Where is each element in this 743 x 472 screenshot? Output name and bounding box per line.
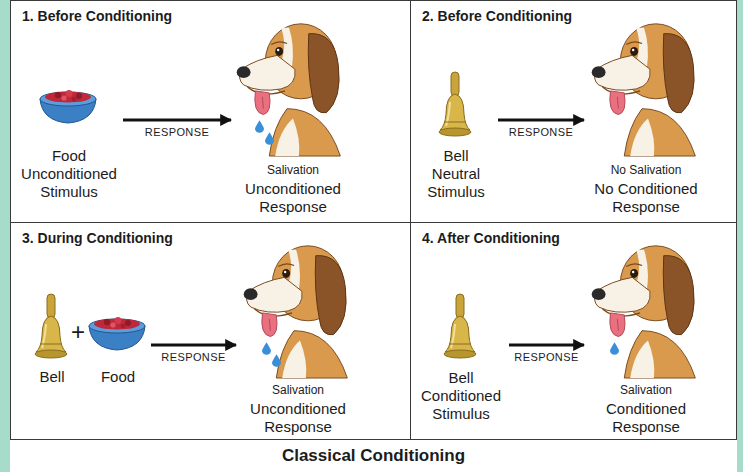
- saliva-drop: [272, 354, 281, 367]
- stimulus-label: Unconditioned Stimulus: [15, 165, 123, 201]
- dog-head: [592, 24, 696, 156]
- edge-label: RESPONSE: [507, 126, 575, 139]
- response-type: Unconditioned Response: [236, 400, 360, 436]
- response-type: Unconditioned Response: [231, 180, 355, 216]
- food-bowl: [40, 90, 96, 123]
- response-group: SalivationConditioned Response: [584, 233, 708, 436]
- saliva-drop: [610, 342, 619, 355]
- response-label: Salivation: [267, 163, 319, 178]
- edge-label: RESPONSE: [512, 351, 580, 364]
- response-label: Salivation: [620, 383, 672, 398]
- stimulus-label: Bell: [443, 147, 468, 165]
- response-arrow: [498, 119, 584, 122]
- edge-label: RESPONSE: [159, 351, 227, 364]
- saliva-drop: [265, 132, 274, 145]
- plus-sign: +: [71, 319, 85, 345]
- dog-head: [237, 24, 341, 156]
- response-group: SalivationUnconditioned Response: [236, 233, 360, 436]
- stimulus-group: BellConditioned Stimulus: [413, 291, 509, 423]
- food-bowl: [89, 317, 145, 350]
- stimulus-label: Bell: [19, 368, 85, 386]
- dog-head: [592, 246, 696, 378]
- stimulus-group: BellNeutral Stimulus: [414, 71, 498, 201]
- stage-panel: 1. Before ConditioningFoodUnconditioned …: [10, 0, 411, 223]
- stimulus-group: FoodUnconditioned Stimulus: [15, 71, 123, 201]
- panel-heading: 1. Before Conditioning: [22, 8, 410, 25]
- response-arrow: [123, 119, 231, 122]
- stimulus-group: BellFood: [19, 291, 151, 386]
- response-type: Conditioned Response: [584, 400, 708, 436]
- edge-label: RESPONSE: [143, 126, 211, 139]
- stage-panel: 4. After ConditioningBellConditioned Sti…: [410, 222, 737, 440]
- stimulus-label: Food: [85, 368, 151, 386]
- stage-panel: 3. During ConditioningBellFoodSalivation…: [10, 222, 411, 440]
- bell: [35, 294, 67, 358]
- dog-head: [244, 246, 348, 378]
- stimulus-label: Food: [52, 147, 86, 165]
- stimulus-label: Conditioned Stimulus: [413, 387, 509, 423]
- response-label: Salivation: [272, 383, 324, 398]
- response-group: No Salivation No Conditioned Response: [584, 13, 708, 216]
- response-group: SalivationUnconditioned Response: [231, 13, 355, 216]
- bell: [439, 72, 471, 136]
- response-arrow: [509, 344, 584, 347]
- figure-caption: Classical Conditioning: [10, 446, 737, 466]
- bell: [444, 294, 476, 358]
- panel-heading: 3. During Conditioning: [22, 230, 410, 247]
- panel-heading: 4. After Conditioning: [422, 230, 736, 247]
- panel-heading: 2. Before Conditioning: [422, 8, 736, 25]
- stimulus-label: Neutral Stimulus: [414, 165, 498, 201]
- response-arrow: [151, 344, 236, 347]
- saliva-drop: [262, 342, 271, 355]
- response-type: No Conditioned Response: [584, 180, 708, 216]
- response-label: No Salivation: [611, 163, 682, 178]
- stimulus-label: Bell: [448, 369, 473, 387]
- stage-panel: 2. Before ConditioningBellNeutral Stimul…: [410, 0, 737, 223]
- saliva-drop: [255, 120, 264, 133]
